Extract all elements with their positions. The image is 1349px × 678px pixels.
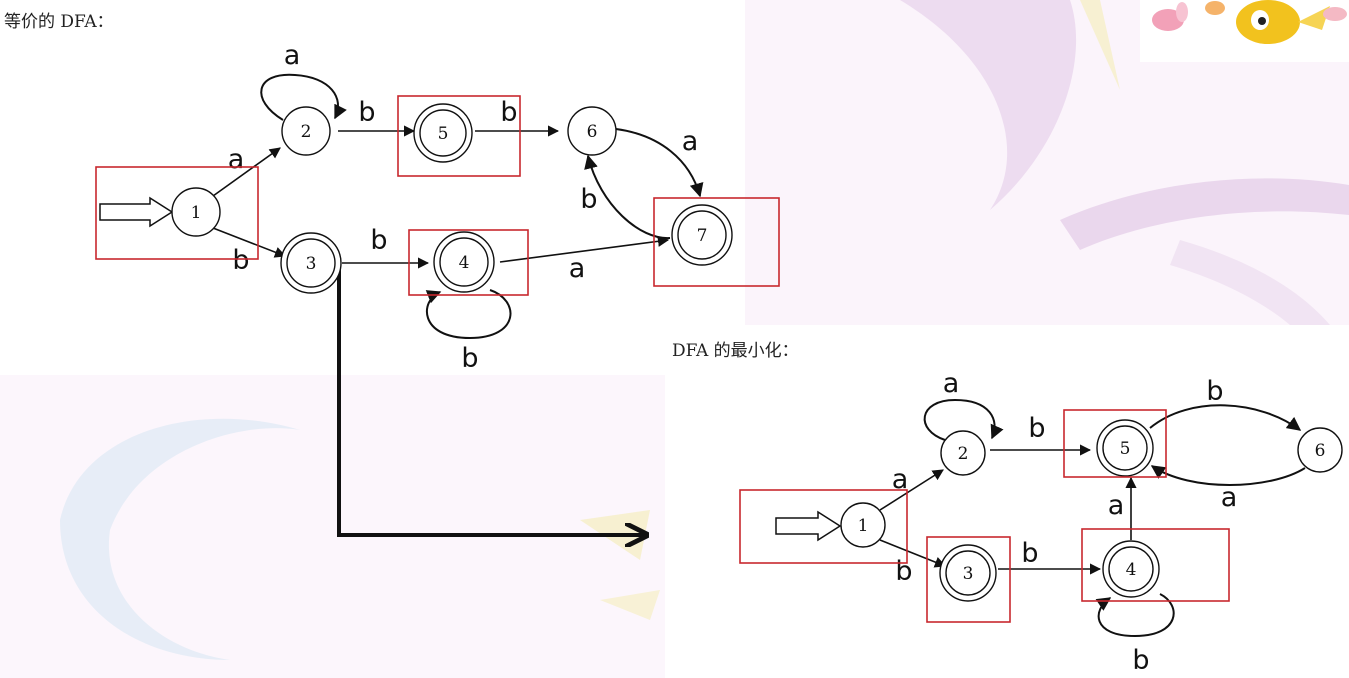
edge-2-2 [923, 398, 1004, 441]
state-label: 4 [1126, 560, 1137, 580]
state-5: 5 [1096, 419, 1154, 477]
edge-label-5-6: b [500, 97, 517, 128]
edge-label-5-6: b [1206, 376, 1223, 407]
highlight-box-state-5 [1063, 409, 1167, 478]
edge-label-1-2: a [228, 144, 245, 175]
background-swirl [1170, 240, 1330, 325]
state-label: 5 [1120, 439, 1131, 459]
edge-label-4-5: a [1108, 490, 1125, 521]
edge-1-2 [212, 147, 281, 197]
state-6: 6 [567, 106, 617, 156]
state-4: 4 [433, 231, 495, 293]
state-6: 6 [1297, 427, 1343, 473]
edge-5-6 [1149, 404, 1302, 431]
edge-label-4-4: b [1132, 645, 1149, 676]
background-ray [600, 590, 660, 620]
edge-label-6-7: a [682, 126, 699, 157]
highlight-box-state-3 [926, 536, 1011, 623]
edge-label-1-3: b [895, 556, 912, 587]
background-swirl [1060, 178, 1349, 250]
state-4: 4 [1102, 540, 1160, 598]
edge-7-6 [584, 154, 671, 240]
state-2: 2 [940, 430, 986, 476]
edge-1-3 [879, 539, 947, 568]
state-label: 7 [697, 226, 708, 246]
state-label: 2 [301, 122, 312, 142]
state-label: 6 [1315, 441, 1326, 461]
edge-1-3 [212, 227, 287, 258]
state-label: 6 [587, 122, 598, 142]
edge-label-6-5: a [1221, 482, 1238, 513]
background-swirl [60, 418, 300, 660]
state-label: 5 [438, 124, 449, 144]
caption-equivalent-dfa: 等价的 DFA： [4, 12, 114, 32]
highlight-box-state-5 [397, 95, 521, 177]
state-label: 2 [958, 444, 969, 464]
highlight-box-state-1 [95, 166, 259, 260]
highlight-box-state-1 [739, 489, 908, 564]
edge-label-1-3: b [232, 245, 249, 276]
state-label: 3 [306, 254, 317, 274]
start-arrow-icon [99, 196, 174, 228]
edge-6-5 [1150, 465, 1306, 486]
dfa-minimized: 1 2 3 4 5 6 a a b b b a b [739, 368, 1343, 676]
background-swirl [900, 0, 1077, 210]
state-3: 3 [280, 232, 342, 294]
state-label: 4 [459, 253, 470, 273]
state-7: 7 [671, 204, 733, 266]
state-5: 5 [413, 103, 473, 163]
edge-label-2-5: b [1028, 413, 1045, 444]
state-2: 2 [281, 106, 331, 156]
edge-1-2 [879, 469, 944, 511]
edge-2-2 [260, 73, 347, 121]
state-label: 1 [858, 516, 869, 536]
state-1: 1 [171, 187, 221, 237]
edge-label-4-7: a [569, 253, 586, 284]
dfa-equivalent: 1 2 3 4 5 6 7 a [95, 40, 780, 535]
edge-label-2-2: a [943, 368, 960, 399]
edge-label-2-2: a [284, 40, 301, 71]
edge-6-7 [615, 128, 704, 198]
edge-label-3-4: b [370, 225, 387, 256]
state-1: 1 [840, 502, 886, 548]
cartoon-fish-decoration [1140, 0, 1349, 62]
edge-4-4 [1095, 593, 1175, 638]
state-label: 1 [191, 203, 202, 223]
edge-label-2-5: b [358, 97, 375, 128]
state-3: 3 [939, 544, 997, 602]
transformation-arrow [337, 263, 644, 535]
state-label: 3 [963, 564, 974, 584]
start-arrow-icon [775, 510, 842, 542]
background-ray [1080, 0, 1120, 90]
highlight-box-state-4 [1081, 528, 1230, 602]
highlight-box-state-7 [653, 197, 780, 287]
edge-label-4-4: b [461, 343, 478, 374]
caption-minimized-dfa: DFA 的最小化： [672, 341, 799, 361]
edge-label-1-2: a [892, 464, 909, 495]
edge-label-7-6: b [580, 184, 597, 215]
edge-label-3-4: b [1021, 538, 1038, 569]
edge-4-4 [425, 289, 512, 340]
highlight-box-state-4 [408, 229, 529, 296]
